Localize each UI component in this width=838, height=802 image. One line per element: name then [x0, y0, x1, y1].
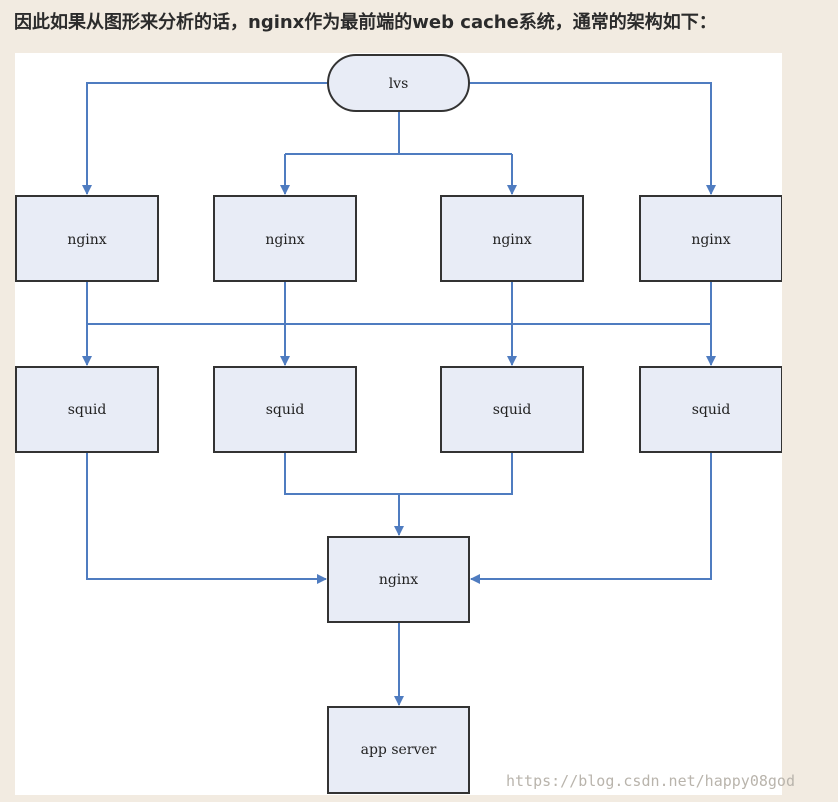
diagram-canvas: lvs nginx nginx nginx nginx squid squid: [15, 54, 782, 794]
node-nginx-1-label: nginx: [67, 232, 106, 248]
node-nginx-4-label: nginx: [691, 232, 730, 248]
csdn-watermark: https://blog.csdn.net/happy08god: [506, 772, 795, 790]
node-squid-1-label: squid: [68, 402, 107, 418]
architecture-diagram: lvs nginx nginx nginx nginx squid squid: [15, 53, 782, 795]
node-squid-4: squid: [639, 366, 782, 453]
node-squid-2: squid: [213, 366, 357, 453]
edge-squid-1-center: [86, 452, 327, 584]
node-nginx-4: nginx: [639, 195, 782, 282]
node-squid-4-label: squid: [692, 402, 731, 418]
node-nginx-center-label: nginx: [379, 572, 418, 588]
edge-squid-inner-bar: [284, 452, 513, 495]
connector-lines: [82, 82, 716, 706]
edge-lvs-nginx-1: [82, 82, 328, 195]
node-squid-1: squid: [15, 366, 159, 453]
node-nginx-3: nginx: [440, 195, 584, 282]
node-squid-3: squid: [440, 366, 584, 453]
node-lvs: lvs: [327, 54, 470, 112]
intro-heading: 因此如果从图形来分析的话，nginx作为最前端的web cache系统，通常的架…: [14, 12, 717, 33]
node-lvs-label: lvs: [389, 76, 409, 92]
node-nginx-3-label: nginx: [492, 232, 531, 248]
node-squid-2-label: squid: [266, 402, 305, 418]
edge-lvs-nginx-4: [469, 82, 716, 195]
node-nginx-2-label: nginx: [265, 232, 304, 248]
node-nginx-2: nginx: [213, 195, 357, 282]
node-app-server: app server: [327, 706, 470, 794]
node-nginx-center: nginx: [327, 536, 470, 623]
node-squid-3-label: squid: [493, 402, 532, 418]
node-nginx-1: nginx: [15, 195, 159, 282]
edge-squid-4-center: [470, 452, 712, 584]
node-app-server-label: app server: [361, 742, 437, 758]
